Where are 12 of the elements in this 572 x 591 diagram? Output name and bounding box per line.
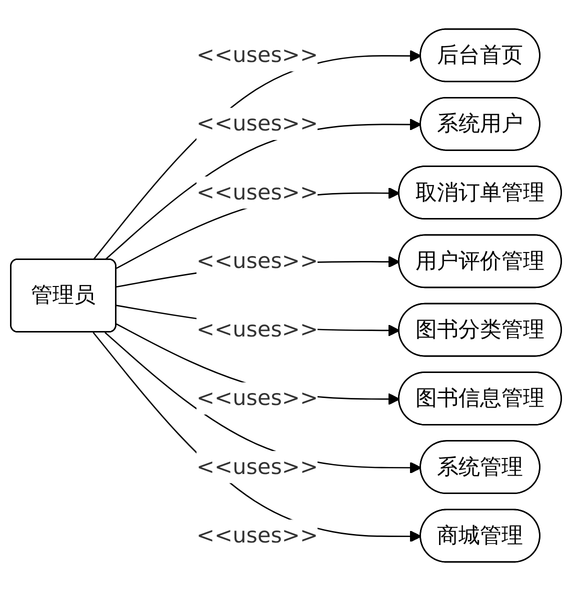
edge-label: <<uses>> xyxy=(196,454,318,480)
edge-label: <<uses>> xyxy=(196,110,318,136)
arrow xyxy=(92,50,422,260)
edge-label: <<uses>> xyxy=(196,522,318,548)
arrow xyxy=(92,332,422,542)
arrow xyxy=(104,332,422,474)
edge-label: <<uses>> xyxy=(196,179,318,205)
edge-label: <<uses>> xyxy=(196,385,318,411)
arrow xyxy=(104,118,422,260)
edge-label: <<uses>> xyxy=(196,316,318,342)
edge-label: <<uses>> xyxy=(196,248,318,274)
edge-label: <<uses>> xyxy=(196,42,318,68)
